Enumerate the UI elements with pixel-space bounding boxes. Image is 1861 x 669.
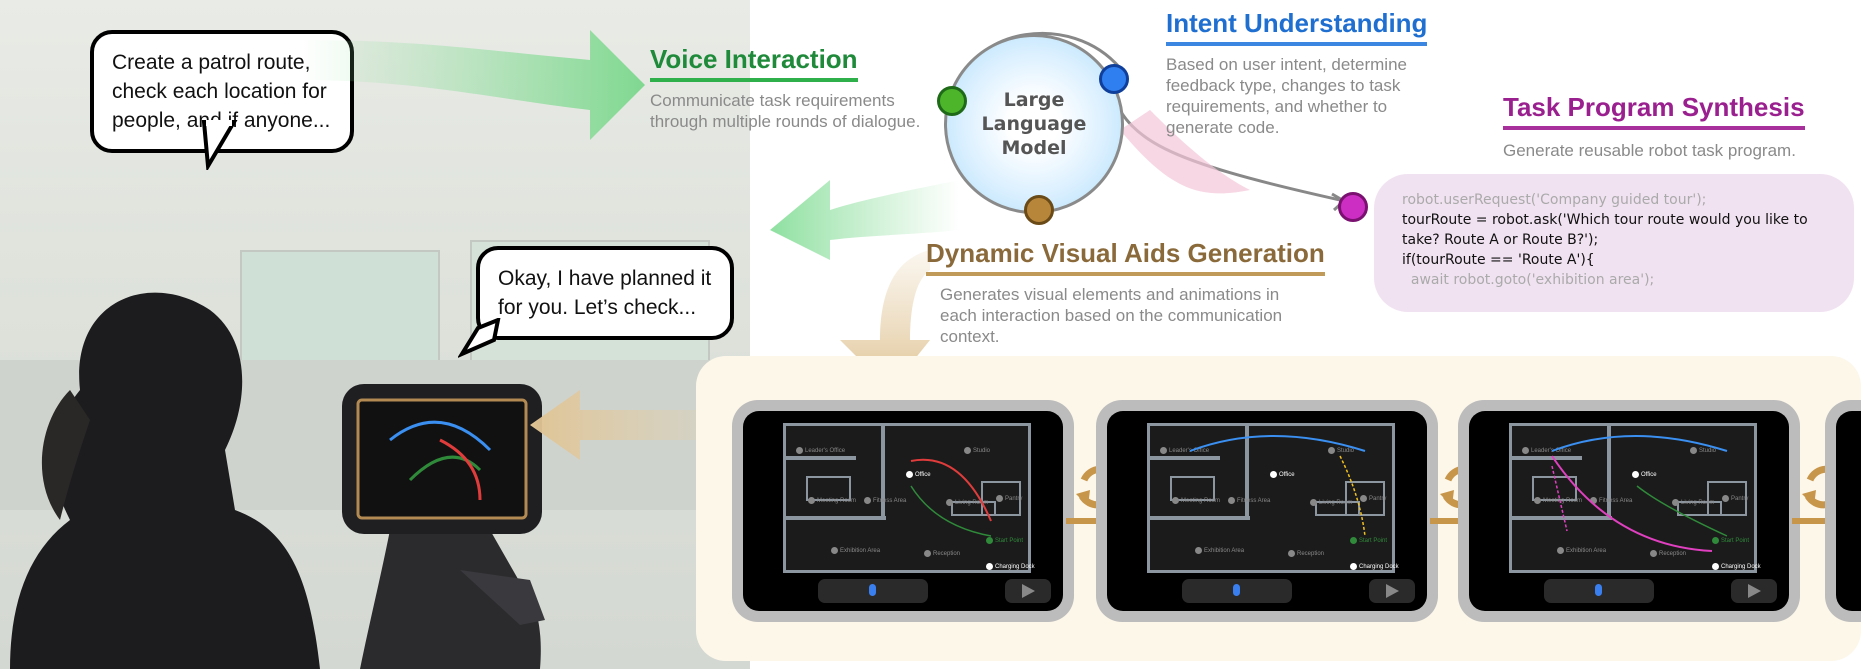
map-label-exhibition: Exhibition Area — [1195, 547, 1244, 554]
code-line: if(tourRoute == 'Route A'){ — [1402, 252, 1595, 268]
microphone-icon — [869, 584, 876, 596]
large-language-model-node: Large Language Model — [944, 34, 1124, 214]
robot-utterance: Okay, I have planned it for you. Let’s c… — [498, 267, 712, 319]
tablet-screen — [1836, 411, 1861, 611]
map-label-fitness: Fitness Area — [864, 497, 906, 504]
route-overlay — [1189, 435, 1366, 537]
play-icon — [1022, 584, 1035, 598]
map-label-fitness: Fitness Area — [1590, 497, 1632, 504]
bubble-tail — [458, 318, 501, 358]
intent-node-dot — [1099, 64, 1129, 94]
map-label-studio: Studio — [1328, 447, 1354, 454]
route-overlay — [910, 458, 992, 537]
task-program-synthesis-title: Task Program Synthesis — [1503, 92, 1805, 130]
task-program-synthesis-desc: Generate reusable robot task program. — [1503, 141, 1796, 160]
map-label-reception: Reception — [1650, 550, 1686, 557]
intent-understanding-desc: Based on user intent, determine feedback… — [1166, 55, 1407, 137]
play-icon — [1386, 584, 1399, 598]
play-icon — [1748, 584, 1761, 598]
play-button[interactable] — [1731, 579, 1777, 603]
map-label-exhibition: Exhibition Area — [1557, 547, 1606, 554]
arrow-to-robot — [530, 390, 700, 460]
microphone-icon — [1595, 584, 1602, 596]
map-label-exhibition: Exhibition Area — [831, 547, 880, 554]
code-line: robot.userRequest('Company guided tour')… — [1402, 192, 1707, 208]
arrow-to-panel — [840, 250, 930, 390]
route-overlay — [1551, 435, 1728, 552]
voice-node-dot — [937, 86, 967, 116]
person-silhouette — [10, 292, 320, 669]
llm-label: Large Language Model — [981, 89, 1087, 159]
robot-speech-bubble: Okay, I have planned it for you. Let’s c… — [476, 246, 734, 340]
map-label-living: Living Room — [946, 499, 988, 506]
map-label-office: Office — [906, 471, 931, 478]
map-label-living: Living Room — [1310, 499, 1352, 506]
intent-understanding-title: Intent Understanding — [1166, 8, 1428, 46]
map-label-pantry: Pantry — [996, 495, 1022, 502]
play-button[interactable] — [1005, 579, 1051, 603]
voice-interaction-title: Voice Interaction — [650, 44, 858, 82]
microphone-icon — [1233, 584, 1240, 596]
map-label-office: Office — [1270, 471, 1295, 478]
arrow-to-voice-interaction — [300, 30, 645, 140]
map-label-reception: Reception — [924, 550, 960, 557]
play-button[interactable] — [1369, 579, 1415, 603]
code-line: tourRoute = robot.ask('Which tour route … — [1402, 212, 1808, 248]
visual-aids-title: Dynamic Visual Aids Generation — [926, 238, 1325, 276]
map-label-start: Start Point — [1350, 537, 1387, 544]
map-label-meeting: Meeting Room — [808, 497, 856, 504]
map-label-studio: Studio — [964, 447, 990, 454]
user-utterance: Create a patrol route, check each locati… — [112, 51, 331, 132]
map-label-studio: Studio — [1690, 447, 1716, 454]
code-line: await robot.goto('exhibition area'); — [1402, 272, 1655, 288]
map-label-start: Start Point — [986, 537, 1023, 544]
map-label-reception: Reception — [1288, 550, 1324, 557]
map-label-living: Living Room — [1672, 499, 1714, 506]
map-label-office: Office — [1632, 471, 1657, 478]
voice-input-button[interactable] — [1182, 579, 1292, 603]
voice-interaction-desc: Communicate task requirements through mu… — [650, 91, 921, 131]
bubble-tail — [201, 120, 238, 170]
map-label-leader: Leader's Office — [1522, 447, 1571, 454]
map-label-meeting: Meeting Room — [1534, 497, 1582, 504]
voice-input-button[interactable] — [1544, 579, 1654, 603]
map-label-dock: Charging Dock — [1350, 563, 1399, 570]
robot — [342, 384, 545, 669]
map-label-leader: Leader's Office — [1160, 447, 1209, 454]
map-label-meeting: Meeting Room — [1172, 497, 1220, 504]
visual-aids-desc: Generates visual elements and animations… — [940, 285, 1283, 346]
map-label-fitness: Fitness Area — [1228, 497, 1270, 504]
task-node-dot — [1338, 192, 1368, 222]
map-label-dock: Charging Dock — [986, 563, 1035, 570]
voice-input-button[interactable] — [818, 579, 928, 603]
map-label-pantry: Pantry — [1360, 495, 1386, 502]
code-snippet: robot.userRequest('Company guided tour')… — [1374, 174, 1854, 312]
tablet-screen-frame-partial — [1825, 400, 1861, 622]
map-label-leader: Leader's Office — [796, 447, 845, 454]
visual-node-dot — [1024, 195, 1054, 225]
map-label-start: Start Point — [1712, 537, 1749, 544]
map-label-dock: Charging Dock — [1712, 563, 1761, 570]
map-label-pantry: Pantry — [1722, 495, 1748, 502]
arrow-from-llm — [770, 180, 960, 260]
